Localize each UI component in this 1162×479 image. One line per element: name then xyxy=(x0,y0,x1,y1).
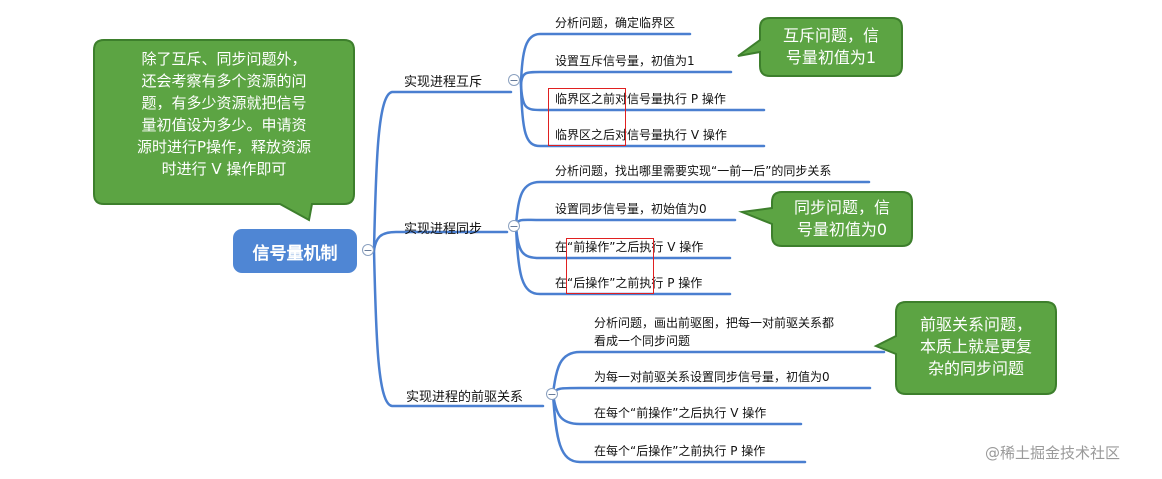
root-collapse-toggle[interactable]: − xyxy=(362,244,374,257)
root-node[interactable]: 信号量机制 xyxy=(233,229,357,273)
leaf-mutex-2[interactable]: 设置互斥信号量，初值为1 xyxy=(555,54,695,68)
leaf-mutex-1[interactable]: 分析问题，确定临界区 xyxy=(555,16,676,30)
leaf-sync-1[interactable]: 分析问题，找出哪里需要实现“一前一后”的同步关系 xyxy=(555,164,832,178)
branch-precedence-collapse-toggle[interactable]: − xyxy=(546,388,558,401)
leaf-mutex-3[interactable]: 临界区之前对信号量执行 P 操作 xyxy=(555,92,726,106)
callout-precedence: 前驱关系问题， 本质上就是更复 杂的同步问题 xyxy=(919,315,1032,378)
callout-precedence-bubble xyxy=(873,301,1057,395)
leaf-sync-4[interactable]: 在“后操作”之前执行 P 操作 xyxy=(555,276,703,290)
leaf-precedence-1a[interactable]: 分析问题，画出前驱图，把每一对前驱关系都 xyxy=(594,316,835,330)
highlight-box-sync xyxy=(566,238,654,294)
branch-sync[interactable]: 实现进程同步 xyxy=(404,222,483,237)
branch-mutex[interactable]: 实现进程互斥 xyxy=(404,75,483,90)
branch-mutex-collapse-toggle[interactable]: − xyxy=(508,74,520,87)
callout-mutex: 互斥问题，信 号量初值为1 xyxy=(782,26,879,67)
leaf-precedence-4[interactable]: 在每个“后操作”之前执行 P 操作 xyxy=(594,444,766,458)
callout-sync-bubble xyxy=(738,191,913,247)
highlight-box-mutex xyxy=(548,88,626,146)
leaf-precedence-3[interactable]: 在每个“前操作”之后执行 V 操作 xyxy=(594,406,767,420)
leaf-sync-3[interactable]: 在“前操作”之后执行 V 操作 xyxy=(555,240,704,254)
leaf-mutex-4[interactable]: 临界区之后对信号量执行 V 操作 xyxy=(555,128,727,142)
callout-sync: 同步问题，信 号量初值为0 xyxy=(793,198,890,239)
branch-sync-collapse-toggle[interactable]: − xyxy=(508,220,520,233)
callout-main: 除了互斥、同步问题外， 还会考察有多个资源的问 题，有多少资源就把信号 量初值设… xyxy=(136,50,312,178)
leaf-precedence-1b[interactable]: 看成一个同步问题 xyxy=(594,334,691,348)
leaf-precedence-2[interactable]: 为每一对前驱关系设置同步信号量，初值为0 xyxy=(594,370,830,384)
watermark: @稀土掘金技术社区 xyxy=(985,444,1121,462)
branch-precedence[interactable]: 实现进程的前驱关系 xyxy=(406,390,524,405)
callout-main-bubble xyxy=(93,39,355,222)
root-label: 信号量机制 xyxy=(252,243,338,264)
callout-mutex-bubble xyxy=(737,17,903,77)
leaf-sync-2[interactable]: 设置同步信号量，初始值为0 xyxy=(555,202,707,216)
